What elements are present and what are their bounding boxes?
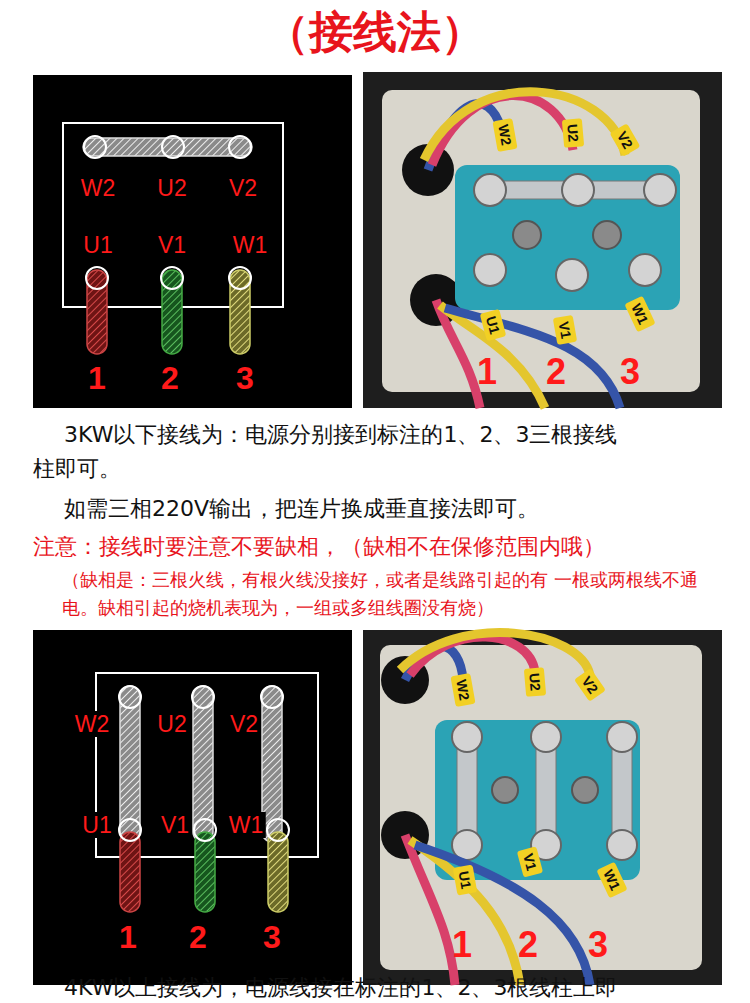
terminal-label: U1 (81, 232, 114, 258)
callout-number: 1 (88, 361, 106, 395)
callout-number: 1 (119, 920, 137, 954)
note-text: 4KW以上接线为，电源线接在标注的1、2、3根线柱上即 (64, 976, 744, 1000)
terminal-label: U2 (155, 711, 188, 737)
wire-tag: V1 (517, 846, 543, 877)
wire-tag: W2 (492, 118, 517, 152)
terminal-label: U2 (155, 175, 188, 201)
terminal-label: W2 (73, 711, 112, 737)
wire-tag: U1 (480, 309, 507, 341)
wire-tag: W1 (624, 296, 655, 333)
wire-tag: V2 (610, 123, 641, 156)
terminal-label: W1 (231, 232, 270, 258)
callout-number: 1 (477, 353, 497, 391)
terminal-label: V2 (227, 175, 259, 201)
warning-text: 注意：接线时要注意不要缺相，（缺相不在保修范围内哦） (33, 530, 733, 564)
callout-number: 3 (236, 361, 254, 395)
terminal-label: V2 (228, 711, 260, 737)
note-text: 如需三相220V输出，把连片换成垂直接法即可。 (64, 492, 724, 526)
callout-number: 3 (588, 926, 608, 964)
callout-number: 2 (161, 361, 179, 395)
terminal-label: V1 (156, 232, 188, 258)
wire-tag: V1 (553, 315, 577, 345)
wire-tag: U2 (524, 667, 546, 697)
wire-tag: W1 (596, 862, 627, 899)
terminal-label: V1 (159, 812, 191, 838)
terminal-label: W2 (79, 175, 118, 201)
callout-number: 3 (263, 920, 281, 954)
star-schematic (33, 75, 352, 408)
callout-number: 2 (546, 353, 566, 391)
terminal-photo (363, 72, 722, 408)
wire-tag: V2 (574, 668, 606, 702)
callout-number: 1 (452, 926, 472, 964)
callout-number: 2 (518, 926, 538, 964)
wire-tag: U1 (453, 865, 478, 896)
page-title: （接线法） (0, 2, 750, 62)
delta-schematic (33, 630, 352, 985)
wire-tag: W2 (450, 673, 475, 707)
wire-tag: U2 (562, 118, 584, 148)
note-text: 3KW以下接线为：电源分别接到标注的1、2、3三根接线柱即可。 (33, 418, 618, 486)
callout-number: 3 (620, 353, 640, 391)
terminal-photo (363, 630, 722, 985)
warning-note: （缺相是：三根火线，有根火线没接好，或者是线路引起的有 一根或两根线不通电。缺相… (62, 566, 712, 622)
terminal-label: W1 (227, 812, 266, 838)
callout-number: 2 (189, 920, 207, 954)
terminal-label: U1 (80, 812, 113, 838)
